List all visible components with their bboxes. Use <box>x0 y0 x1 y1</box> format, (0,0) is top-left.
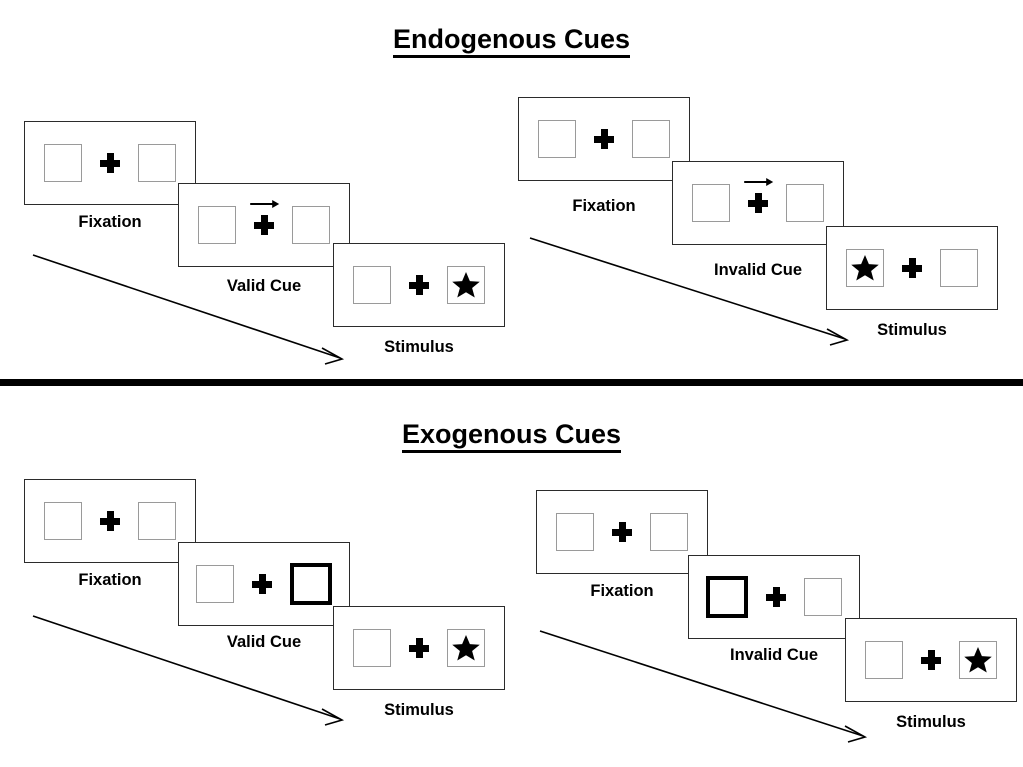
placeholder-box-right-target <box>447 629 485 667</box>
panel-content <box>44 502 176 540</box>
panel-endogenous-invalid-cue <box>672 161 844 245</box>
placeholder-box-right <box>138 144 176 182</box>
section-title-exogenous-text: Exogenous Cues <box>401 419 622 453</box>
arrow-right-icon <box>744 177 774 187</box>
panel-content <box>556 513 688 551</box>
caption-exogenous-valid-fixation: Fixation <box>78 571 142 589</box>
star-icon <box>851 255 879 281</box>
caption-endogenous-valid-fixation: Fixation <box>78 213 142 231</box>
panel-endogenous-valid-stimulus <box>333 243 505 327</box>
section-exogenous: Exogenous Cues Fixation Valid Cue <box>0 390 1023 767</box>
panel-endogenous-valid-fixation <box>24 121 196 205</box>
placeholder-box-left <box>692 184 730 222</box>
panel-exogenous-invalid-fixation <box>536 490 708 574</box>
placeholder-box-left <box>44 144 82 182</box>
caption-exogenous-invalid-stimulus: Stimulus <box>896 713 966 731</box>
panel-content <box>538 120 670 158</box>
panel-endogenous-valid-cue <box>178 183 350 267</box>
placeholder-box-left <box>353 266 391 304</box>
panel-content <box>692 177 824 222</box>
panel-content <box>353 629 485 667</box>
panel-endogenous-invalid-fixation <box>518 97 690 181</box>
section-title-exogenous: Exogenous Cues <box>0 419 1023 453</box>
panel-exogenous-invalid-stimulus <box>845 618 1017 702</box>
placeholder-box-left <box>865 641 903 679</box>
panel-content <box>865 641 997 679</box>
caption-exogenous-valid-stimulus: Stimulus <box>384 701 454 719</box>
panel-content <box>198 199 330 244</box>
section-title-endogenous-text: Endogenous Cues <box>392 24 630 58</box>
plus-icon <box>250 199 280 235</box>
panel-content <box>44 144 176 182</box>
plus-icon <box>594 129 614 149</box>
placeholder-box-right-target <box>959 641 997 679</box>
caption-exogenous-valid-cue: Valid Cue <box>226 633 302 651</box>
star-icon <box>452 272 480 298</box>
panel-exogenous-invalid-cue <box>688 555 860 639</box>
caption-endogenous-invalid-stimulus: Stimulus <box>877 321 947 339</box>
placeholder-box-right-target <box>447 266 485 304</box>
panel-content <box>353 266 485 304</box>
section-divider <box>0 379 1023 386</box>
placeholder-box-right <box>650 513 688 551</box>
section-title-endogenous: Endogenous Cues <box>0 24 1023 58</box>
placeholder-box-left <box>556 513 594 551</box>
star-icon <box>964 647 992 673</box>
placeholder-box-right <box>632 120 670 158</box>
plus-icon <box>766 587 786 607</box>
plus-icon <box>744 177 774 213</box>
panel-exogenous-valid-cue <box>178 542 350 626</box>
placeholder-box-right <box>292 206 330 244</box>
panel-content <box>196 563 332 605</box>
plus-icon <box>612 522 632 542</box>
plus-icon <box>921 650 941 670</box>
plus-icon <box>409 275 429 295</box>
placeholder-box-left <box>198 206 236 244</box>
plus-icon <box>100 511 120 531</box>
panel-endogenous-invalid-stimulus <box>826 226 998 310</box>
plus-icon <box>100 153 120 173</box>
star-icon <box>452 635 480 661</box>
plus-icon <box>252 574 272 594</box>
panel-exogenous-valid-fixation <box>24 479 196 563</box>
cued-box-left <box>706 576 748 618</box>
placeholder-box-left-target <box>846 249 884 287</box>
placeholder-box-right <box>138 502 176 540</box>
placeholder-box-right <box>804 578 842 616</box>
caption-exogenous-invalid-cue: Invalid Cue <box>729 646 819 664</box>
caption-endogenous-invalid-fixation: Fixation <box>572 197 636 215</box>
panel-exogenous-valid-stimulus <box>333 606 505 690</box>
plus-icon <box>409 638 429 658</box>
placeholder-box-left <box>538 120 576 158</box>
caption-exogenous-invalid-fixation: Fixation <box>590 582 654 600</box>
caption-endogenous-valid-cue: Valid Cue <box>226 277 302 295</box>
caption-endogenous-invalid-cue: Invalid Cue <box>713 261 803 279</box>
section-endogenous: Endogenous Cues Fixation Valid Cue <box>0 0 1023 382</box>
panel-content <box>706 576 842 618</box>
placeholder-box-left <box>196 565 234 603</box>
arrow-right-icon <box>250 199 280 209</box>
panel-content <box>846 249 978 287</box>
placeholder-box-right <box>786 184 824 222</box>
plus-icon <box>902 258 922 278</box>
caption-endogenous-valid-stimulus: Stimulus <box>384 338 454 356</box>
placeholder-box-right <box>940 249 978 287</box>
placeholder-box-left <box>353 629 391 667</box>
cued-box-right <box>290 563 332 605</box>
placeholder-box-left <box>44 502 82 540</box>
